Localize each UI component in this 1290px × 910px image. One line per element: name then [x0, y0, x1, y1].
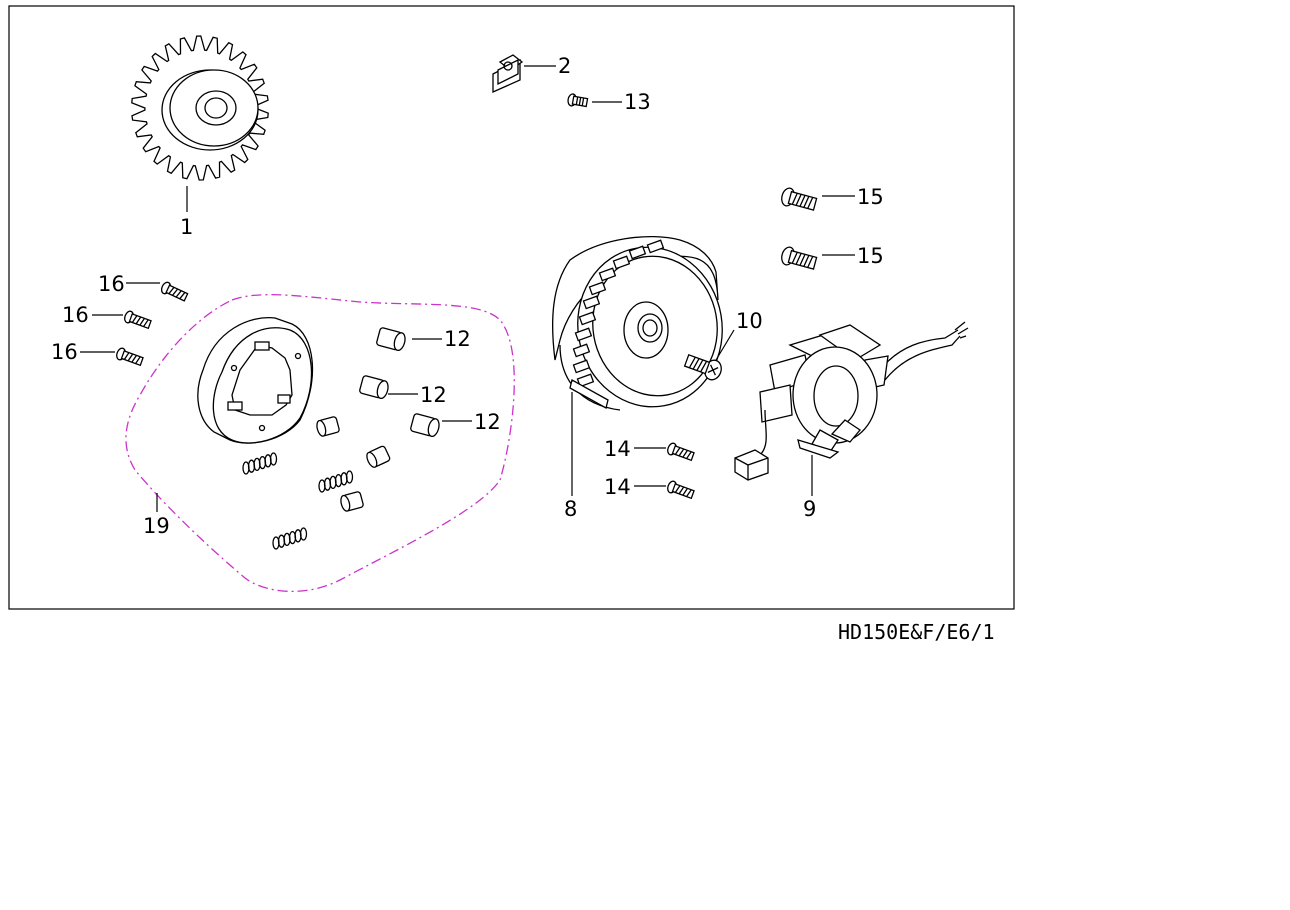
flywheel-slot — [572, 343, 591, 358]
flywheel-slot — [576, 373, 595, 388]
spring-coil — [345, 470, 354, 484]
spring-coil — [299, 527, 308, 541]
flywheel-slot — [582, 295, 601, 310]
spring-coil — [269, 452, 278, 466]
flywheel-slot — [574, 327, 593, 342]
part-label-12c: 12 — [474, 410, 501, 434]
flywheel-slot — [578, 311, 597, 326]
stator-screw-2-drawing — [667, 480, 695, 500]
flywheel-slot — [628, 245, 647, 260]
part-label-2: 2 — [558, 54, 571, 78]
flywheel-slot — [646, 239, 665, 254]
part-label-14b: 14 — [604, 475, 631, 499]
small-screw-drawing — [567, 93, 589, 108]
part-label-9: 9 — [803, 497, 816, 521]
gear-drawing — [131, 35, 269, 181]
part-label-19: 19 — [143, 514, 170, 538]
clutch-body-drawing — [197, 316, 314, 444]
flywheel-drawing — [552, 235, 723, 411]
clutch-small-parts-drawing — [242, 416, 391, 550]
bracket-drawing — [492, 54, 524, 94]
diagram-frame — [8, 5, 1015, 610]
part-label-12b: 12 — [420, 383, 447, 407]
part-label-16c: 16 — [51, 340, 78, 364]
part-label-15a: 15 — [857, 185, 884, 209]
roller-1-drawing — [376, 327, 406, 352]
bolt-16b-drawing — [124, 310, 152, 330]
roller-2-drawing — [359, 375, 389, 400]
bolt-16a-drawing — [160, 281, 189, 302]
roller-3-drawing — [410, 413, 440, 438]
bolt-16c-drawing — [116, 347, 144, 367]
flywheel-bolt-drawing — [683, 353, 722, 381]
part-label-13: 13 — [624, 90, 651, 114]
part-label-12a: 12 — [444, 327, 471, 351]
diagram-code: HD150E&F/E6/1 — [838, 620, 995, 644]
part-label-15b: 15 — [857, 244, 884, 268]
assembly-group-outline — [125, 294, 515, 592]
part-label-16b: 16 — [62, 303, 89, 327]
bolt-15b-drawing — [781, 246, 818, 270]
part-label-10: 10 — [736, 309, 763, 333]
stator-drawing — [734, 321, 969, 481]
part-label-14a: 14 — [604, 437, 631, 461]
stator-screw-1-drawing — [667, 442, 695, 462]
flywheel-slot — [572, 359, 591, 374]
part-label-8: 8 — [564, 497, 577, 521]
flywheel-slot — [598, 267, 617, 282]
flywheel-slot — [588, 281, 607, 296]
bolt-15a-drawing — [781, 187, 818, 211]
part-label-1: 1 — [180, 215, 193, 239]
part-label-16a: 16 — [98, 272, 125, 296]
flywheel-slot — [612, 255, 631, 270]
